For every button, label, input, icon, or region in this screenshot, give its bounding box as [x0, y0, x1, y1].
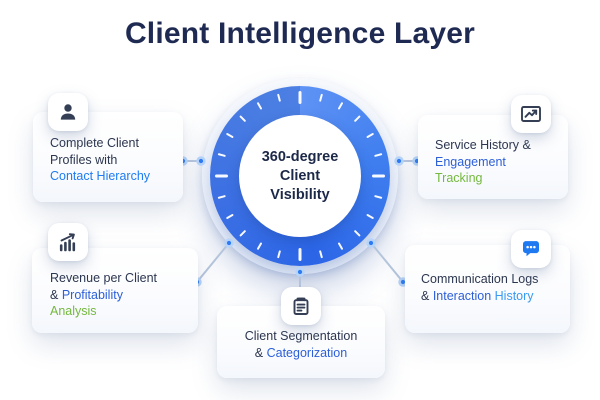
node-dot [224, 238, 234, 248]
card-text: Client Segmentation& Categorization [244, 329, 358, 360]
person-icon [48, 93, 88, 131]
connector-bottom-right [370, 242, 404, 283]
communication-logs-card: Communication Logs& Interaction History [405, 230, 570, 333]
trend-chart-icon [511, 95, 551, 133]
card-text: Communication Logs& Interaction History [421, 272, 539, 303]
clipboard-icon [281, 287, 321, 325]
dial-line-3: Visibility [270, 186, 330, 203]
client-segmentation-card: Client Segmentation& Categorization [217, 287, 385, 378]
node-dot [366, 238, 376, 248]
node-dot [196, 156, 206, 166]
page-title: Client Intelligence Layer [124, 17, 476, 50]
node-dot [394, 156, 404, 166]
bar-chart-icon [48, 223, 88, 261]
dial-line-2: Client [279, 167, 321, 184]
node-dot [295, 267, 305, 277]
chat-bubble-icon [511, 230, 551, 268]
connector-bottom-left [196, 242, 230, 283]
dial-line-1: 360-degree [261, 148, 339, 165]
dial-center-label: 360-degree Client Visibility [262, 148, 339, 205]
dial-center: 360-degree Client Visibility [239, 115, 361, 237]
